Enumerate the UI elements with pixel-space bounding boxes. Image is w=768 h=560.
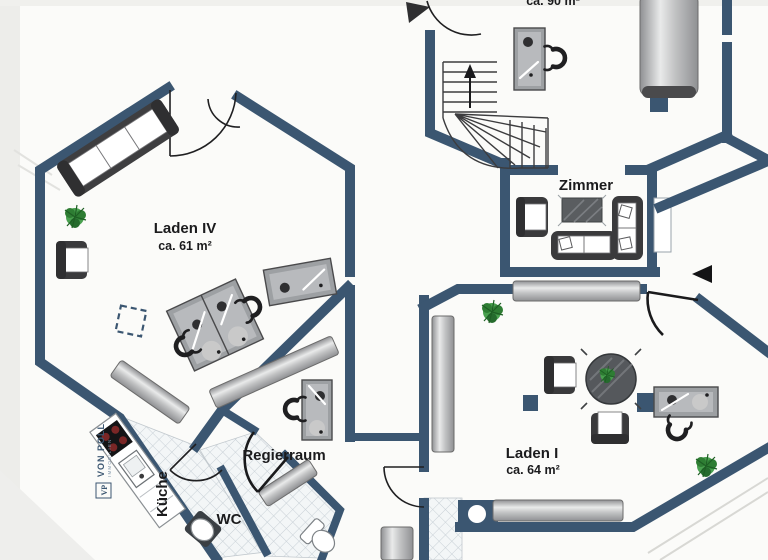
- watermark-sub: IMMOBILIEN: [107, 438, 112, 477]
- armchair-laden4: [55, 240, 89, 280]
- wall-wc-top-a: [216, 404, 260, 436]
- loveseat-zimmer: [516, 197, 548, 237]
- kitchen-fixtures: [89, 412, 187, 529]
- wall-laden1-topright: [692, 292, 768, 359]
- label-top-room-area: ca. 90 m²: [526, 0, 580, 8]
- door-laden4-second: [207, 98, 241, 128]
- radiator-laden1-left: [431, 315, 455, 453]
- wc-sink-icon: [184, 511, 222, 547]
- label-laden1-area: ca. 64 m²: [506, 463, 560, 477]
- door-wc: [243, 431, 289, 493]
- wall-right-diag: [720, 131, 768, 166]
- laden4-furniture: [55, 99, 338, 372]
- label-wc: WC: [217, 511, 242, 528]
- label-kueche: Küche: [154, 471, 171, 517]
- walls: [35, 0, 768, 560]
- armchair-laden1-left: [543, 355, 577, 395]
- label-laden4: Laden IV: [154, 220, 217, 237]
- desk-laden1: [653, 386, 719, 418]
- radiator-laden1-top: [512, 280, 641, 302]
- door-corridor: [383, 466, 425, 508]
- label-zimmer: Zimmer: [559, 177, 613, 194]
- door-laden1-ne: [646, 290, 699, 336]
- counter-end-cap: [642, 86, 696, 98]
- desk-laden4-ne: [262, 257, 338, 307]
- label-regierraum: Regierraum: [242, 447, 325, 464]
- label-laden4-area: ca. 61 m²: [158, 239, 212, 253]
- radiator-laden1-bottom: [492, 499, 624, 522]
- laden1-furniture: [481, 299, 719, 478]
- stove-icon: [95, 419, 133, 458]
- toilet-icon: [299, 518, 336, 553]
- door-kitchen: [169, 443, 223, 482]
- entrance-arrow-icon: [692, 265, 712, 283]
- zimmer-furniture: [516, 194, 643, 260]
- counter-wall-stub: [650, 98, 668, 112]
- wall-stairroom-left: [425, 30, 512, 172]
- radiators: [110, 0, 699, 560]
- radiator-corridor: [380, 526, 414, 560]
- radiator-regierraum: [258, 459, 318, 507]
- wall-laden1-bottom: [455, 442, 768, 532]
- radiator-laden4-left: [110, 360, 190, 424]
- desk-upper-room: [513, 27, 546, 91]
- counter-upper-room: [639, 0, 699, 97]
- desk-regierraum: [301, 379, 333, 441]
- watermark: VP VON POLL IMMOBILIEN: [95, 423, 112, 499]
- upper-room-furniture: [513, 27, 565, 91]
- rug-zimmer: [557, 194, 607, 227]
- wall-laden4-topright: [231, 90, 355, 277]
- sofa-laden4: [57, 99, 179, 197]
- armchair-laden1-bottom: [590, 411, 630, 445]
- desk-group-center: [165, 278, 265, 372]
- door-leaf-upper: [406, 2, 430, 23]
- watermark-logo: VP: [100, 485, 109, 496]
- round-table: [580, 348, 642, 410]
- wall-terrace-diag: [653, 155, 768, 214]
- shaft-dashed-square: [114, 304, 148, 338]
- stair-up-arrow: [464, 64, 476, 108]
- doors: [169, 0, 712, 508]
- watermark-name: VON POLL: [96, 423, 106, 477]
- wc-fixtures: [184, 511, 336, 553]
- sofa-zimmer-l: [551, 196, 643, 260]
- radiator-laden4-long: [209, 336, 339, 408]
- regierraum-furniture: [285, 379, 333, 441]
- round-column: [468, 505, 486, 523]
- door-arc-upper: [426, 0, 482, 36]
- room-labels: ca. 90 m² Laden IV ca. 61 m² Zimmer Lade…: [154, 0, 614, 528]
- wall-upper-right-diag: [645, 128, 734, 175]
- wall-kitchen-inner: [216, 464, 272, 558]
- kitchen-sink-icon: [117, 449, 155, 489]
- column-right: [637, 393, 657, 412]
- label-laden1: Laden I: [506, 445, 559, 462]
- column-left: [523, 395, 538, 411]
- staircase: [442, 61, 549, 169]
